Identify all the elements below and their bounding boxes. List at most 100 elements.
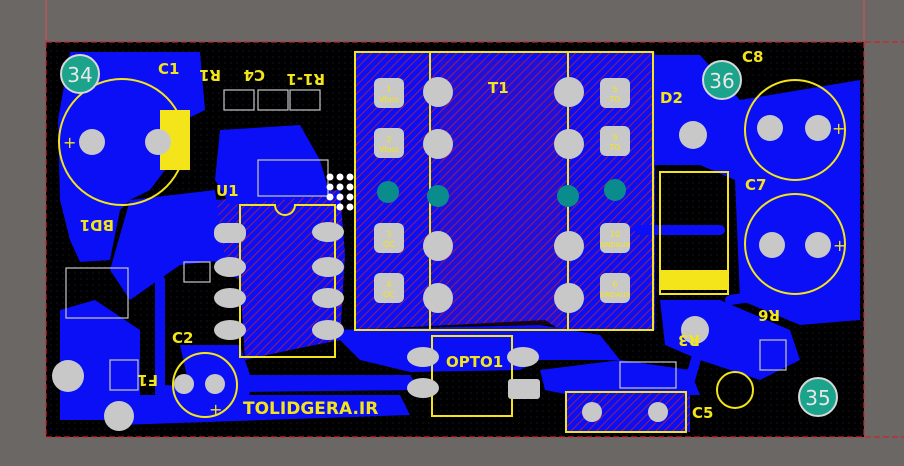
t1-pin-num-9: 9 xyxy=(612,133,617,142)
copper-c5-area xyxy=(565,392,690,432)
label-c1: C1 xyxy=(158,60,179,78)
t1-pin-pad-6 xyxy=(600,273,630,303)
t1-pin-num-10: 10 xyxy=(610,230,620,239)
mounting-hole-label-34: 34 xyxy=(67,63,92,87)
mounting-holes[interactable]: 34 36 35 xyxy=(60,54,838,417)
t1-pin-name-4: OC xyxy=(383,290,395,299)
u1-pin-7 xyxy=(312,257,344,277)
t1-pin-num-4: 4 xyxy=(386,280,391,289)
mounting-hole-label-35: 35 xyxy=(805,386,830,410)
t1-pin-num-5: 5 xyxy=(612,85,617,94)
t1-pin-num-1: 1 xyxy=(386,85,391,94)
c4-footprint xyxy=(257,89,289,111)
t1-pin-num-3: 3 xyxy=(386,230,391,239)
t1-pin-pad-4 xyxy=(374,273,404,303)
t1-pad-h xyxy=(554,283,584,313)
label-r3: R3 xyxy=(678,331,700,349)
mounting-hole-label-36: 36 xyxy=(709,69,734,93)
c2-pad-b xyxy=(205,374,225,394)
t1-pin-num-6: 6 xyxy=(612,280,617,289)
t1-pin-pad-3 xyxy=(374,223,404,253)
c5-pad-a xyxy=(582,402,602,422)
r1-1-footprint xyxy=(289,89,321,111)
t1-pin-name-2: Vbus xyxy=(379,145,399,154)
mounting-hole-35 xyxy=(798,377,838,417)
c8-plus-mark: + xyxy=(832,119,845,138)
t1-pin-pad-2 xyxy=(374,128,404,158)
u1-pin-5 xyxy=(312,320,344,340)
copper-mid-block xyxy=(215,125,330,205)
t1-pin-num-2: 2 xyxy=(386,135,391,144)
opto1-pin-1 xyxy=(407,347,439,367)
u1-pin-4 xyxy=(214,320,246,340)
smd-footprints[interactable] xyxy=(65,89,787,391)
d2-outline xyxy=(659,171,729,295)
u1-outline xyxy=(239,204,336,358)
t1-pad-b xyxy=(423,129,453,159)
c8-pad-b xyxy=(805,115,831,141)
label-opto1: OPTO1 xyxy=(446,353,503,371)
mounting-hole-34 xyxy=(60,54,100,94)
polarity-marks: + + + + xyxy=(63,119,846,419)
t1-pin-pad-1 xyxy=(374,78,404,108)
silkscreen-outlines xyxy=(58,78,846,433)
label-c5: C5 xyxy=(692,404,713,422)
t1-pin-name-1: Vbus xyxy=(379,95,399,104)
c8-outline xyxy=(744,79,846,181)
opto1-pin-2 xyxy=(407,378,439,398)
c5-outline xyxy=(565,391,687,433)
copper-left-primary xyxy=(58,52,205,262)
c7-pad-a xyxy=(759,232,785,258)
mounting-hole-36 xyxy=(702,60,742,100)
r6-footprint xyxy=(759,339,787,371)
label-bd1: BD1 xyxy=(80,216,114,234)
t1-pin-pad-5 xyxy=(600,78,630,108)
label-r1: R1 xyxy=(199,66,221,84)
c7-pad-b xyxy=(805,232,831,258)
opto1-pin-4 xyxy=(507,347,539,367)
c5-pad-b xyxy=(648,402,668,422)
t1-pin-pad-9 xyxy=(600,126,630,156)
t1-pad-f xyxy=(554,129,584,159)
c7-plus-mark: + xyxy=(833,236,846,255)
c1-pad-minus xyxy=(145,129,171,155)
t1-pin-name-3: OC xyxy=(383,240,395,249)
label-u1: U1 xyxy=(216,182,239,200)
t1-pin-labels: 1 Vbus 2 Vbus 3 OC 4 OC 5 TO 9 TO 10 GND… xyxy=(379,85,630,299)
c8-pad-a xyxy=(757,115,783,141)
c5-small-outline xyxy=(716,371,754,409)
opto1-pin-3 xyxy=(508,379,540,399)
f1-pad xyxy=(104,401,134,431)
u1-pin-3 xyxy=(214,288,246,308)
label-c4: C4 xyxy=(244,66,265,84)
t1-pad-d xyxy=(423,283,453,313)
th-pads[interactable] xyxy=(52,77,831,431)
r3-footprint xyxy=(619,361,677,389)
t1-pin-pad-10 xyxy=(600,223,630,253)
u1-pin-1 xyxy=(214,223,246,243)
c2-pad-a xyxy=(174,374,194,394)
t1-pad-e xyxy=(554,77,584,107)
d2-band xyxy=(660,270,728,290)
site-label: TOLIDGERA.IR xyxy=(243,399,378,419)
c2-smd-footprint xyxy=(183,261,211,283)
copper-bd1-trace xyxy=(110,190,225,300)
vias xyxy=(326,173,626,211)
opto1-outline xyxy=(431,335,513,417)
d2-pad-a xyxy=(679,121,707,149)
label-f1: F1 xyxy=(137,371,158,389)
label-c2: C2 xyxy=(172,329,193,347)
designators: C1 R1 C4 R1-1 T1 D2 C8 C7 U1 BD1 C2 F1 O… xyxy=(80,48,780,422)
label-r6: R6 xyxy=(758,306,780,324)
d2-pad-b xyxy=(681,316,709,344)
bd1-pad-bottom xyxy=(52,360,84,392)
c7-outline xyxy=(744,193,846,295)
t1-pin-name-9: TO xyxy=(608,143,620,152)
t1-pin-name-6: GNDAUX xyxy=(600,291,631,299)
c2-outline xyxy=(172,352,238,418)
copper-lower-mid xyxy=(330,325,620,372)
u1-pin-8 xyxy=(312,222,344,242)
label-d2: D2 xyxy=(660,89,683,107)
